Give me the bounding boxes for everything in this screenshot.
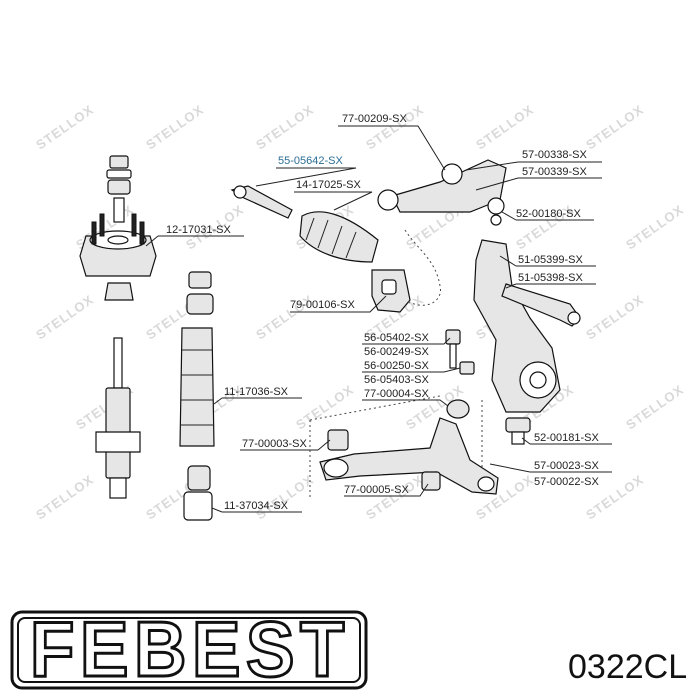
- strut-column: [79, 155, 157, 499]
- strut-stud: [113, 197, 125, 223]
- part-label-56-05403: 56-05403-SX: [364, 374, 429, 386]
- part-labels: 77-00209-SX 55-05642-SX 14-17025-SX 57-0…: [166, 113, 599, 512]
- watermark-stamp: STELLOX: [143, 102, 206, 153]
- part-label-51-05398: 51-05398-SX: [518, 272, 583, 284]
- strut-bushing: [107, 179, 131, 195]
- shock-bracket: [95, 431, 141, 453]
- bump-stop-lower: [183, 491, 213, 521]
- watermark-stamp: STELLOX: [363, 102, 426, 153]
- watermark-stamp: STELLOX: [33, 472, 96, 523]
- part-label-56-05402: 56-05402-SX: [364, 332, 429, 344]
- watermark-stamp: STELLOX: [253, 472, 316, 523]
- bump-stop-cap: [188, 271, 212, 289]
- lower-control-arm: [319, 417, 499, 495]
- watermark-stamp: STELLOX: [363, 472, 426, 523]
- part-label-12-17031: 12-17031-SX: [166, 224, 231, 236]
- arm-bushing-rear: [446, 399, 470, 419]
- part-code: 0322CL: [568, 648, 687, 686]
- part-label-57-00339: 57-00339-SX: [522, 166, 587, 178]
- upper-arm-group: [377, 159, 507, 226]
- part-label-77-00004: 77-00004-SX: [364, 388, 429, 400]
- watermark-stamp: STELLOX: [623, 382, 686, 433]
- arm-bushing-front: [327, 429, 349, 451]
- watermark-stamp: STELLOX: [33, 102, 96, 153]
- part-label-77-00003: 77-00003-SX: [242, 438, 307, 450]
- watermark-stamp: STELLOX: [473, 102, 536, 153]
- part-label-56-00249: 56-00249-SX: [364, 346, 429, 358]
- bump-stop: [187, 465, 211, 491]
- lower-ball-joint: [505, 417, 531, 445]
- shock-bottom: [109, 477, 127, 499]
- bump-stop-cap-2: [186, 293, 214, 315]
- part-label-77-00005: 77-00005-SX: [344, 484, 409, 496]
- strut-washer: [106, 169, 132, 179]
- leader-lines: [145, 125, 612, 513]
- strut-bearing: [104, 282, 134, 301]
- stabilizer-links: [445, 329, 475, 375]
- brand-logo: FEBEST: [30, 605, 350, 693]
- lower-arm-group: [319, 417, 499, 495]
- shock-rod: [113, 337, 123, 389]
- part-label-56-00250: 56-00250-SX: [364, 360, 429, 372]
- part-label-14-17025: 14-17025-SX: [296, 179, 361, 191]
- watermark-stamp: STELLOX: [583, 102, 646, 153]
- brand-footer: FEBEST 0322CL: [10, 604, 687, 695]
- part-label-57-00022: 57-00022-SX: [534, 476, 599, 488]
- part-label-11-37034: 11-37034-SX: [224, 500, 289, 512]
- part-label-79-00106: 79-00106-SX: [290, 299, 355, 311]
- part-label-52-00180: 52-00180-SX: [516, 208, 581, 220]
- part-label-77-00209: 77-00209-SX: [342, 113, 407, 125]
- tie-rod-group: [230, 185, 379, 263]
- watermark-stamp: STELLOX: [623, 202, 686, 253]
- watermark-stamp: STELLOX: [33, 292, 96, 343]
- part-label-57-00338: 57-00338-SX: [522, 149, 587, 161]
- part-label-57-00023: 57-00023-SX: [534, 460, 599, 472]
- sway-bar-outline: [404, 229, 441, 306]
- strut-boot: [179, 327, 215, 447]
- part-label-55-05642: 55-05642-SX: [278, 155, 343, 167]
- part-label-11-17036: 11-17036-SX: [224, 386, 289, 398]
- watermark-stamp: STELLOX: [293, 382, 356, 433]
- outer-tie-rod-end: [501, 283, 581, 327]
- part-label-52-00181: 52-00181-SX: [534, 432, 599, 444]
- boot-column: [179, 271, 215, 521]
- part-label-51-05399: 51-05399-SX: [518, 254, 583, 266]
- watermark-stamp: STELLOX: [583, 292, 646, 343]
- rack-boot: [299, 211, 379, 263]
- watermark-stamp: STELLOX: [253, 102, 316, 153]
- strut-nut: [109, 155, 129, 169]
